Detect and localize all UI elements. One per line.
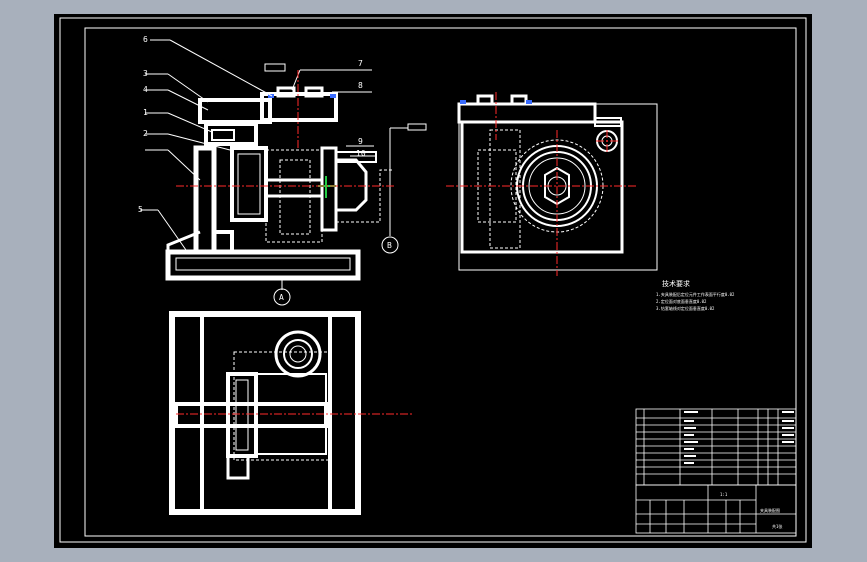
tech-req-line-1: 1.夹具装配后定位元件工作表面平行度0.02 xyxy=(656,291,735,297)
part-label-8: 8 xyxy=(358,81,363,90)
parts-list-text-marks xyxy=(684,411,794,464)
part-label-3: 3 xyxy=(143,69,148,78)
leader-lines xyxy=(140,39,408,290)
datum-box-right xyxy=(407,123,427,131)
section-a-callout xyxy=(273,288,291,306)
part-label-9: 9 xyxy=(358,137,363,146)
tech-req-title: 技术要求 xyxy=(662,279,690,288)
front-center-lines xyxy=(176,70,396,187)
side-center-lines xyxy=(446,92,638,276)
part-label-6: 6 xyxy=(143,35,148,44)
title-block-sheet: 共1张 xyxy=(772,523,782,529)
part-label-1: 1 xyxy=(143,108,148,117)
title-block-scale: 1:1 xyxy=(720,492,728,497)
section-b-label: B xyxy=(387,241,392,250)
part-number-labels: 6 3 4 1 2 5 7 8 9 10 xyxy=(138,35,366,214)
drawing-area xyxy=(54,14,812,548)
tech-req-line-2: 2.定位面对底面垂直度0.02 xyxy=(656,298,707,304)
part-label-7: 7 xyxy=(358,59,363,68)
part-label-5: 5 xyxy=(138,205,143,214)
parts-list-table xyxy=(635,408,797,486)
part-label-4: 4 xyxy=(143,85,148,94)
tech-req-line-3: 3.钻套轴线对定位面垂直度0.02 xyxy=(656,305,715,311)
technical-requirements: 技术要求 1.夹具装配后定位元件工作表面平行度0.02 2.定位面对底面垂直度0… xyxy=(656,279,735,311)
inner-sheet-border xyxy=(84,27,797,537)
outer-sheet-border xyxy=(59,17,807,543)
datum-box-top xyxy=(264,63,286,72)
section-a-label: A xyxy=(279,293,284,302)
part-label-2: 2 xyxy=(143,129,148,138)
title-block-drawing-name: 夹具装配图 xyxy=(760,507,780,513)
front-view xyxy=(165,86,392,281)
part-label-10: 10 xyxy=(356,149,366,158)
title-block xyxy=(635,484,797,534)
section-b-callout xyxy=(381,236,399,254)
